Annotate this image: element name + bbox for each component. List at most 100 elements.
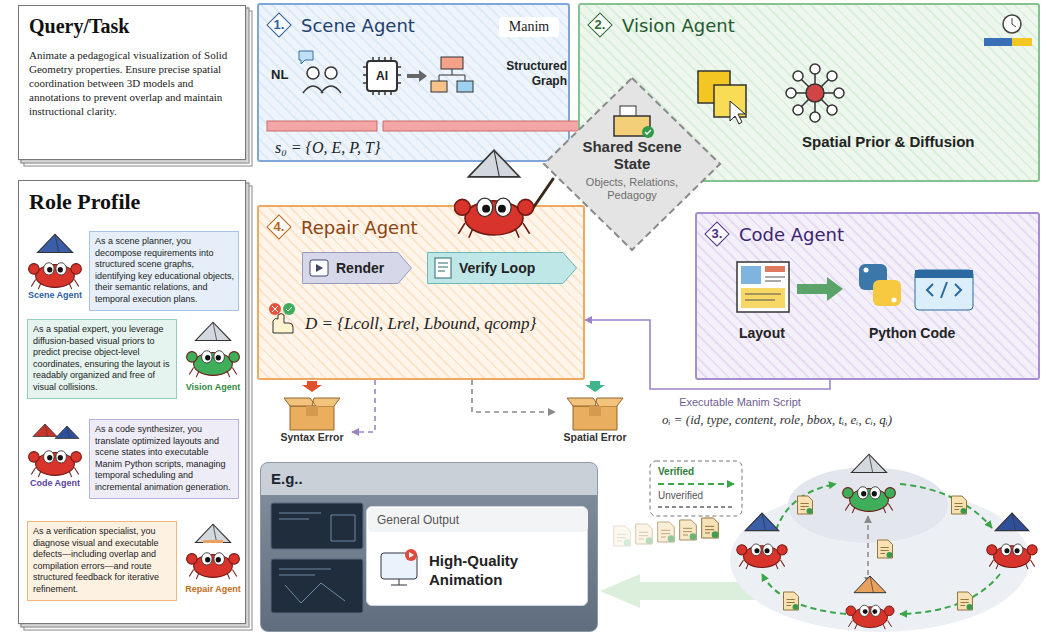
text-slot: Repair Agent [301,217,471,239]
agent-cycle-part [878,540,893,558]
repair-icons-part [468,150,519,177]
layout-icon-part [741,288,785,308]
text-slot: 2. [588,13,612,37]
hand-icon-part [269,303,281,315]
step-badge: 1. [267,13,291,37]
role-card: Scene AgentAs a scene planner, you decom… [89,231,239,311]
text-slot: Code Agent [739,224,909,246]
agent-cycle-part [851,454,886,472]
role-icon-part [195,524,230,542]
text-slot: Scene Agent [301,15,471,37]
box-icon-part [306,406,318,416]
icon-label: Spatial Prior & Diffusion [802,133,1032,151]
people-icon [299,51,341,93]
role-name: Scene Agent [24,290,86,301]
card-header: General Output [377,513,527,528]
progress-arrow-part [383,117,604,135]
python-icon-part [864,268,869,273]
panel-heading: E.g.. [271,469,351,489]
panel-heading: Role Profile [29,189,229,215]
graph-icon-part [457,81,473,92]
box-icon-part [567,398,623,406]
agent-cycle-part [958,592,973,610]
text-slot: AI [359,68,405,84]
text-slot: Syntax Error [276,431,348,444]
doc-stack-part [680,520,697,540]
text-slot: General Output [377,513,527,528]
box-icon [555,392,635,456]
agent-cycle-part [784,592,799,610]
role-name: Vision Agent [180,382,246,393]
role-icon-part [187,553,240,579]
graph-icon [431,57,473,92]
role-icon-part [55,426,79,439]
agent-cycle [730,454,1037,632]
text-slot: oᵢ = (id, type, content, role, bbox, tᵢ,… [662,412,1040,428]
step-badge: 3. [705,222,729,246]
panel-heading: Query/Task [29,14,229,38]
step-arrow-shape-part [438,263,448,271]
step-label: Verify Loop [459,259,559,277]
diamond-title: Shared Scene State [572,138,692,172]
step-arrow-shape-part [310,260,328,276]
step-arrow-shape-part [435,258,451,278]
text-slot: Spatial Prior & Diffusion [802,133,1032,151]
layout-icon-part [745,294,781,300]
legend-text: Verified [658,465,738,478]
agent-title: Code Agent [739,224,909,246]
text-slot: Vision Agent [180,382,246,393]
step-arrow: Verify Loop [427,252,577,284]
error-label: Syntax Error [276,431,348,444]
box-icon-part [284,398,340,406]
repair-icons-part [454,198,533,238]
role-card: Vision AgentAs a spatial expert, you lev… [27,319,177,399]
agent-cycle-part [776,484,836,530]
agent-cycle-part [745,513,779,531]
doc-stack-part [614,526,631,546]
thumbnails-part [271,559,363,613]
formula: s₀ = {O, E, P, T} [275,138,495,158]
legend-sample [658,483,734,485]
layout-icon-part [765,277,785,281]
hand-icon-part [286,307,292,311]
thumbnails-part [279,513,355,541]
agent-cycle-part [737,544,787,569]
text-slot: Unverified [658,489,738,502]
graph-icon-part [431,81,447,92]
step-arrow-shape-part [303,253,412,284]
step-badge: 4. [267,215,291,239]
agent-cycle-part [788,467,948,543]
timer-icon-part [1003,15,1021,33]
output-icons-part [391,579,407,585]
timer-icon-part [1012,38,1032,46]
cursor-icon-part [730,101,745,124]
legend-text: Unverified [658,489,738,502]
people-icon-part [299,51,313,64]
role-text: As a scene planner, you decompose requir… [95,236,235,305]
box-icon-part [573,406,617,430]
step-arrow-shape-part [316,264,323,272]
text-slot: Shared Scene State [572,138,692,172]
role-name: Code Agent [24,478,86,489]
network-icon-part [806,84,824,102]
box-icon-part [589,406,601,416]
output-icons-part [368,508,588,532]
people-icon-part [307,67,319,79]
agent-cycle-part [867,516,869,584]
role-icon-part [29,263,82,289]
text-slot: D = {Lcoll, Lrel, Lbound, qcomp} [305,313,581,335]
text-slot: Executable Manim Script [677,392,803,410]
network-icon-part [827,71,837,81]
error-label: Spatial Error [559,431,631,444]
text-slot: As a scene planner, you decompose requir… [95,236,235,305]
text-slot: Repair Agent [180,584,246,595]
icon-label: Structured Graph [483,59,567,89]
agent-title: Vision Agent [622,15,792,37]
text-slot: As a code synthesizer, you translate opt… [95,424,235,493]
hand-icon-part [273,314,293,334]
agent-title: Scene Agent [301,15,471,37]
network-icon-part [793,71,803,81]
role-icon-part [37,234,72,252]
legend-sample [658,506,734,508]
task-panel: Query/TaskAnimate a pedagogical visualiz… [18,5,246,160]
